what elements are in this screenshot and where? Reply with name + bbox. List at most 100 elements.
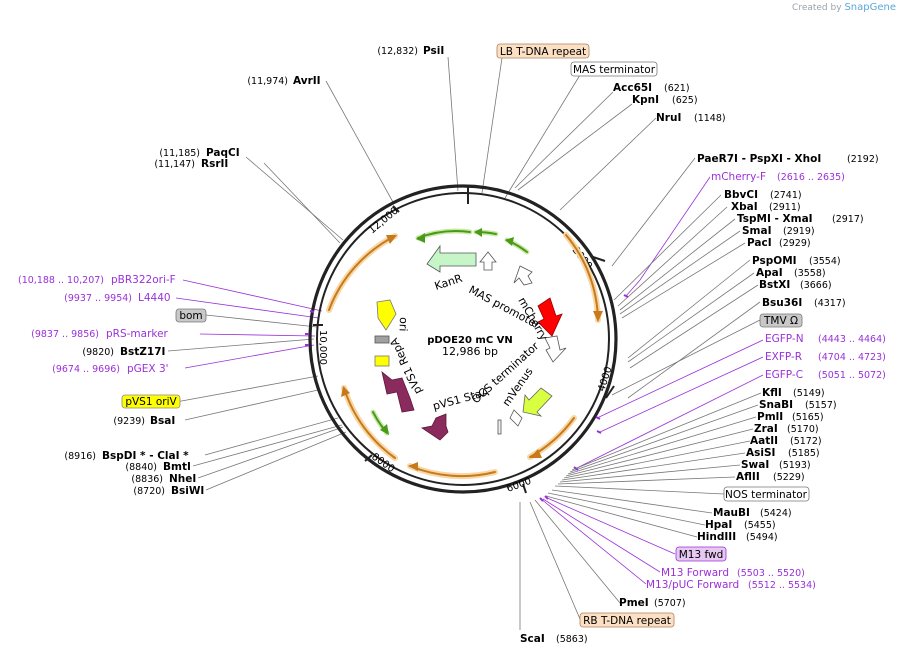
avrii-label: AvrII	[293, 75, 321, 87]
hpai-pos: (5455)	[744, 520, 776, 531]
mcherry-arrow	[537, 297, 563, 337]
asisi-label: AsiSI	[746, 447, 775, 459]
tick-marks	[313, 186, 615, 494]
tmv-omega-label: TMV Ω	[763, 315, 798, 327]
bstz17i-label: BstZ17I	[120, 346, 165, 358]
right-labels: Acc65I (621) KpnI (625) NruI (1148) PaeR…	[520, 82, 886, 645]
m13-fwd-label: M13 fwd	[679, 549, 724, 561]
mas-terminator-box	[570, 61, 658, 77]
leader-lines	[167, 56, 764, 630]
pspomi-pos: (3554)	[809, 256, 841, 267]
mcherry-f-label: mCherry-F	[711, 171, 766, 183]
kpni-label: KpnI	[632, 94, 659, 106]
m13-forward-pos: (5503 .. 5520)	[737, 568, 805, 579]
ori-arrow	[376, 299, 397, 331]
nhei-pos: (8836)	[131, 474, 163, 485]
bstz17i-pos: (9820)	[82, 347, 114, 358]
aflii-label: AflII	[736, 471, 760, 483]
pgex3-pos: (9674 .. 9696)	[52, 364, 120, 375]
pvs1-repa-arrow	[381, 370, 415, 413]
pvs1-staa-arrow	[420, 413, 449, 441]
apai-pos: (3558)	[794, 268, 826, 279]
pgex3-label: pGEX 3'	[127, 363, 169, 375]
tick-label-12000: 12,000	[367, 205, 401, 236]
bom-feature	[374, 335, 390, 344]
backbone	[308, 184, 618, 494]
plasmid-name: pDOE20 mC VN	[427, 335, 513, 346]
aflii-pos: (5229)	[773, 472, 805, 483]
promoter-arrow-2	[513, 265, 533, 286]
bmti-pos: (8840)	[125, 462, 157, 473]
smai-pos: (2919)	[783, 226, 815, 237]
left-labels: (12,832) PsiI (11,974) AvrII (11,185) Pa…	[18, 45, 444, 497]
pmei-pos: (5707)	[654, 598, 686, 609]
tick-label-6000: 6000	[505, 476, 533, 495]
terminator-arrow	[544, 335, 567, 363]
ori-label: ori	[397, 317, 410, 332]
rb-tdna-box	[579, 612, 675, 628]
tmv-box	[759, 313, 803, 328]
inner-features	[374, 244, 567, 441]
pbr322ori-label: pBR322ori-F	[111, 274, 176, 286]
swai-label: SwaI	[741, 459, 769, 471]
exfp-r-pos: (4704 .. 4723)	[818, 352, 886, 363]
bsiwi-label: BsiWI	[171, 485, 204, 497]
pvs1-oriv-box	[121, 394, 181, 409]
psii-pos: (12,832)	[377, 46, 418, 57]
bsai-label: BsaI	[150, 415, 175, 427]
pvs1-staa-label: pVS1 StaA	[431, 385, 490, 413]
nos-terminator-box	[723, 486, 810, 502]
small-feature-1	[509, 409, 523, 427]
orange-arcs	[326, 232, 601, 480]
kfli-pos: (5149)	[793, 388, 825, 399]
pmei-label: PmeI	[619, 597, 649, 609]
xbai-label: XbaI	[731, 201, 758, 213]
aatii-pos: (5172)	[790, 436, 822, 447]
avrii-pos: (11,974)	[247, 76, 288, 87]
scai-label: ScaI	[520, 633, 545, 645]
pmli-pos: (5165)	[792, 412, 824, 423]
pvs1-oriv-feature	[374, 355, 390, 367]
paer7i-pos: (2192)	[847, 154, 879, 165]
bsai-pos: (9239)	[113, 416, 145, 427]
bstxi-label: BstXI	[759, 279, 790, 291]
xbai-pos: (2911)	[769, 202, 801, 213]
scai-pos: (5863)	[556, 634, 588, 645]
nrui-label: NruI	[656, 112, 681, 124]
pvs1-oriv-label: pVS1 oriV	[125, 396, 177, 408]
bbvci-pos: (2741)	[770, 190, 802, 201]
l4440-pos: (9937 .. 9954)	[64, 293, 132, 304]
orange-arrowheads	[341, 235, 603, 471]
snabi-pos: (5157)	[805, 400, 837, 411]
hindiii-pos: (5494)	[746, 532, 778, 543]
paqci-pos: (11,185)	[159, 148, 200, 159]
paqci-label: PaqCI	[206, 147, 240, 159]
zrai-pos: (5170)	[787, 424, 819, 435]
swai-pos: (5193)	[779, 460, 811, 471]
hpai-label: HpaI	[705, 519, 732, 531]
lb-tdna-box	[496, 43, 590, 59]
prs-marker-pos: (9837 .. 9856)	[31, 329, 99, 340]
egfp-c-label: EGFP-C	[765, 369, 803, 381]
kanr-label: KanR	[433, 272, 464, 293]
bom-label: bom	[179, 310, 202, 322]
mas-terminator-label: MAS terminator	[573, 64, 656, 76]
bsu36i-pos: (4317)	[814, 298, 846, 309]
nos-terminator-label: NOS terminator	[725, 489, 808, 501]
m13-puc-forward-pos: (5512 .. 5534)	[748, 580, 816, 591]
bsiwi-pos: (8720)	[133, 486, 165, 497]
psii-label: PsiI	[423, 45, 444, 57]
bmti-label: BmtI	[163, 461, 191, 473]
hindiii-label: HindIII	[697, 531, 736, 543]
paer7i-pspxi-xhoi-label: PaeR7I - PspXI - XhoI	[697, 153, 821, 165]
primer-marks	[305, 294, 629, 502]
acc65i-label: Acc65I	[613, 82, 652, 94]
m13-forward-label: M13 Forward	[661, 567, 729, 579]
promoter-arrow-1	[479, 251, 497, 271]
kanr-arrow	[426, 244, 477, 273]
kpni-pos: (625)	[672, 95, 698, 106]
maubi-label: MauBI	[713, 507, 750, 519]
bstxi-pos: (3666)	[800, 280, 832, 291]
credit-prefix: Created by	[792, 3, 842, 13]
